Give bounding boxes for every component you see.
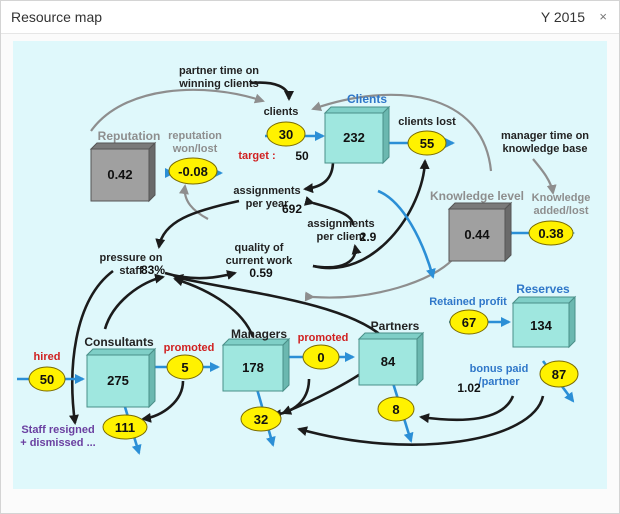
clients-stock-name: Clients xyxy=(347,92,387,106)
resource-map-diagram: 232 Clients 0.42 Reputation 0.44 Knowled… xyxy=(13,41,607,489)
stock-reputation[interactable]: 0.42 Reputation xyxy=(89,129,161,203)
diagram-canvas: 232 Clients 0.42 Reputation 0.44 Knowled… xyxy=(13,41,607,489)
link-knowledge-to-quality xyxy=(304,258,454,302)
pipe-profit-from-clients xyxy=(377,189,436,279)
link-partner-time-to-clients xyxy=(250,81,294,101)
managers-stock-value: 178 xyxy=(242,360,264,375)
reserves-stock-name: Reserves xyxy=(516,282,570,296)
valve-retained-profit[interactable]: 67 xyxy=(449,309,489,335)
assignments-per-year-value: 692 xyxy=(282,202,302,216)
link-clients-to-assignments xyxy=(303,160,335,194)
consultants-stock-value: 275 xyxy=(107,373,129,388)
knowledge-stock-value: 0.44 xyxy=(464,227,490,242)
close-icon[interactable]: × xyxy=(599,9,607,24)
link-bonus-to-managers-out xyxy=(297,395,545,446)
managers-out-value: 32 xyxy=(254,412,268,427)
staff-resigned-label: Staff resigned+ dismissed ... xyxy=(20,424,96,449)
stock-clients[interactable]: 232 Clients xyxy=(323,92,391,165)
managers-promoted-label: promoted xyxy=(298,332,349,344)
valve-consultants-out[interactable]: 111 xyxy=(102,414,148,440)
hired-value: 50 xyxy=(40,372,54,387)
partners-out-value: 8 xyxy=(392,402,399,417)
link-consultants-to-pressure xyxy=(103,273,165,330)
reputation-stock-value: 0.42 xyxy=(107,167,132,182)
link-manager-time-to-knowledge xyxy=(532,158,557,195)
window-title: Resource map xyxy=(11,9,103,25)
consultants-stock-name: Consultants xyxy=(84,335,154,349)
stock-consultants[interactable]: 275 Consultants xyxy=(84,335,157,409)
pressure-value: 83% xyxy=(141,263,165,277)
retained-profit-label: Retained profit xyxy=(429,296,507,308)
stock-managers[interactable]: 178 Managers xyxy=(221,327,291,393)
consultants-promoted-label: promoted xyxy=(164,342,215,354)
dark-links xyxy=(68,81,545,446)
retained-profit-value: 67 xyxy=(462,315,476,330)
clients-won-value: 30 xyxy=(279,127,293,142)
managers-stock-name: Managers xyxy=(231,327,287,341)
valve-consultants-promoted[interactable]: 5 xyxy=(166,354,204,380)
valve-clients-lost[interactable]: 55 xyxy=(407,130,447,156)
diagram-background xyxy=(13,41,607,489)
valve-reputation-change[interactable]: -0.08 xyxy=(168,157,218,185)
stock-knowledge[interactable]: 0.44 Knowledge level xyxy=(430,189,524,263)
consultants-out-value: 111 xyxy=(115,420,135,435)
managers-promoted-value: 0 xyxy=(317,350,324,365)
knowledge-stock-name: Knowledge level xyxy=(430,189,524,203)
year-indicator: Y 2015 xyxy=(540,9,585,25)
stock-reserves[interactable]: 134 Reserves xyxy=(511,282,577,349)
link-knowledge-to-clients xyxy=(311,93,493,172)
valve-hired[interactable]: 50 xyxy=(28,366,66,392)
valve-managers-out[interactable]: 32 xyxy=(240,406,282,432)
assignments-per-client-value: 2.9 xyxy=(360,230,377,244)
valve-partners-out[interactable]: 8 xyxy=(377,396,415,422)
quality-value: 0.59 xyxy=(249,266,273,280)
grey-links xyxy=(90,88,557,302)
link-per-client-to-assignments xyxy=(303,196,355,226)
bonus-per-partner-value: 1.02 xyxy=(457,381,481,395)
link-quality-to-clients-lost xyxy=(312,159,430,270)
reputation-stock-name: Reputation xyxy=(98,129,161,143)
target-value: 50 xyxy=(295,149,309,163)
link-assignments-to-pressure xyxy=(155,199,240,249)
partners-stock-name: Partners xyxy=(371,319,420,333)
link-partners-to-pressure xyxy=(173,274,384,338)
valve-clients-won[interactable]: 30 xyxy=(266,121,306,147)
stock-partners[interactable]: 84 Partners xyxy=(357,319,425,387)
link-bonus-to-partners-out xyxy=(419,395,515,424)
link-promoted-to-resigned xyxy=(141,380,185,423)
knowledge-change-value: 0.38 xyxy=(538,226,563,241)
valve-bonus-paid[interactable]: 87 xyxy=(539,360,579,388)
clients-stock-value: 232 xyxy=(343,130,365,145)
link-reputation-to-clients xyxy=(90,88,265,132)
clients-lost-value: 55 xyxy=(420,136,434,151)
target-label: target : xyxy=(238,150,275,162)
link-quality-to-reputation xyxy=(178,184,209,220)
bonus-paid-label: bonus paid/partner xyxy=(470,363,529,388)
reserves-stock-value: 134 xyxy=(530,318,552,333)
partners-stock-value: 84 xyxy=(381,354,396,369)
link-managers-to-pressure xyxy=(173,276,255,338)
title-bar: Resource map Y 2015 × xyxy=(1,1,619,34)
valve-knowledge-change[interactable]: 0.38 xyxy=(528,220,574,246)
valve-managers-promoted[interactable]: 0 xyxy=(302,344,340,370)
bonus-paid-value: 87 xyxy=(552,367,566,382)
clients-lost-label: clients lost xyxy=(398,116,456,128)
link-pressure-to-resigned xyxy=(68,269,114,425)
consultants-promoted-value: 5 xyxy=(181,360,188,375)
hired-label: hired xyxy=(34,351,61,363)
reputation-change-value: -0.08 xyxy=(178,164,208,179)
clients-won-label: clients xyxy=(264,106,299,118)
